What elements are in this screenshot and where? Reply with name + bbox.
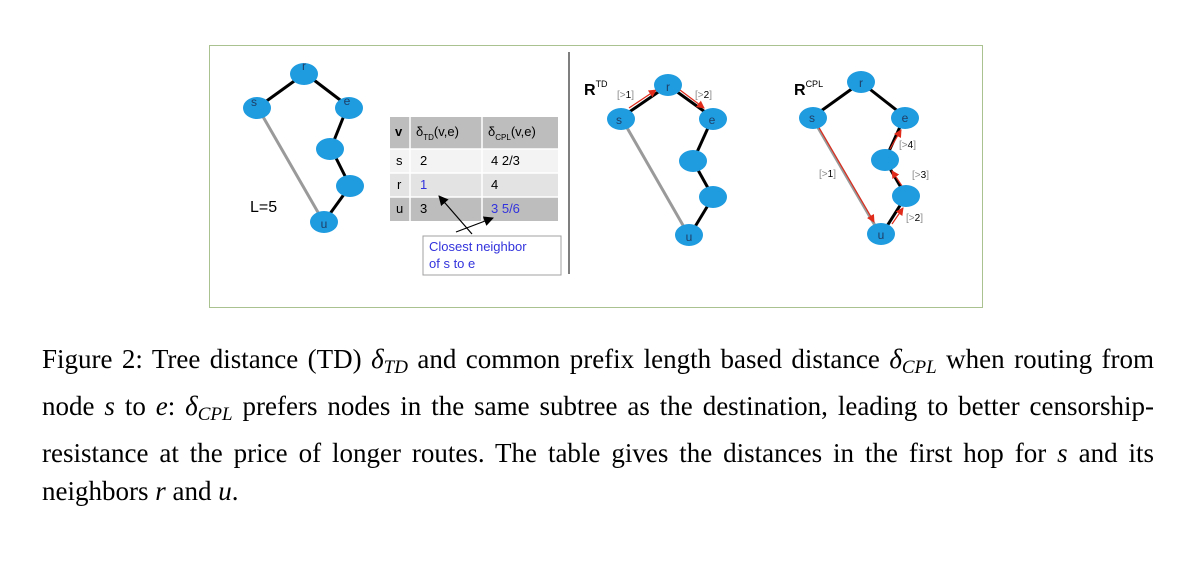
cpl-node-inner-1 [871, 149, 899, 171]
td-node-e: e [699, 108, 727, 130]
td-hop-2-label: [>2] [695, 90, 712, 101]
cpl-route-hop-3 [891, 170, 903, 187]
distance-table: v δTD(v,e) δCPL(v,e) s 2 4 2/3 r 1 4 u 3… [390, 117, 558, 221]
node-inner-2 [336, 175, 364, 197]
svg-text:r: r [666, 80, 670, 94]
svg-text:e: e [709, 113, 716, 127]
td-graph: RTD [>1] [>2] r s e u [584, 74, 727, 246]
cpl-route-hop-2 [891, 207, 904, 225]
callout-line2: of s to e [429, 256, 475, 271]
figure-panel: r s e u L=5 v δTD(v,e) δCPL(v,e) s [209, 45, 983, 308]
cpl-route-hop-1 [817, 125, 875, 223]
cpl-hop-4-label: [>4] [899, 140, 916, 151]
cpl-hop-1-label: [>1] [819, 169, 836, 180]
svg-text:r: r [859, 76, 863, 90]
row-s-cpl: 4 2/3 [491, 153, 520, 168]
node-e-label: e [344, 94, 351, 108]
row-u-v: u [396, 201, 403, 216]
node-u: u [310, 211, 338, 233]
node-e: e [335, 94, 363, 119]
td-node-inner-1 [679, 150, 707, 172]
cpl-route-hop-4 [889, 129, 902, 150]
left-graph: r s e u L=5 [243, 59, 364, 233]
node-r-label: r [302, 59, 306, 73]
node-s: s [243, 95, 271, 119]
svg-text:u: u [686, 230, 693, 244]
row-r-cpl: 4 [491, 177, 498, 192]
td-node-u: u [675, 224, 703, 246]
td-route-hop-2 [679, 89, 705, 109]
node-inner-1 [316, 138, 344, 160]
cpl-node-u: u [867, 223, 895, 245]
td-node-r: r [654, 74, 682, 96]
svg-text:u: u [878, 228, 885, 242]
row-s-td: 2 [420, 153, 427, 168]
td-hop-1-label: [>1] [617, 90, 634, 101]
svg-text:e: e [902, 111, 909, 125]
row-u-td: 3 [420, 201, 427, 216]
table-header-cpl: δCPL(v,e) [488, 124, 536, 142]
td-node-inner-2 [699, 186, 727, 208]
svg-text:s: s [809, 111, 815, 125]
row-u-cpl: 3 5/6 [491, 201, 520, 216]
td-node-s: s [607, 108, 635, 130]
cpl-hop-2-label: [>2] [906, 213, 923, 224]
table-header-td: δTD(v,e) [416, 124, 459, 142]
cpl-hop-3-label: [>3] [912, 170, 929, 181]
td-title: RTD [584, 79, 608, 99]
cpl-node-e: e [891, 107, 919, 129]
row-r-td: 1 [420, 177, 427, 192]
figure-caption: Figure 2: Tree distance (TD) δTD and com… [42, 344, 1154, 506]
callout-box [422, 235, 562, 276]
callout-arrow-cpl [455, 216, 494, 233]
row-r-v: r [397, 177, 402, 192]
table-header-v: v [395, 124, 403, 139]
length-label: L=5 [250, 199, 277, 216]
svg-text:s: s [616, 113, 622, 127]
edge-s-u [256, 107, 325, 222]
node-s-label: s [251, 95, 257, 109]
callout-line1: Closest neighbor [429, 239, 527, 254]
node-u-label: u [321, 217, 328, 231]
node-r: r [290, 59, 318, 85]
row-s-v: s [396, 153, 403, 168]
td-route-hop-1 [628, 89, 657, 109]
cpl-graph: RCPL [>1] [>2] [>3] [>4] r s e u [794, 71, 929, 245]
cpl-title: RCPL [794, 79, 823, 99]
cpl-node-r: r [847, 71, 875, 93]
callout: Closest neighbor of s to e [422, 195, 562, 276]
cpl-node-s: s [799, 107, 827, 129]
figure-svg: r s e u L=5 v δTD(v,e) δCPL(v,e) s [243, 52, 929, 276]
cpl-node-inner-2 [892, 185, 920, 207]
